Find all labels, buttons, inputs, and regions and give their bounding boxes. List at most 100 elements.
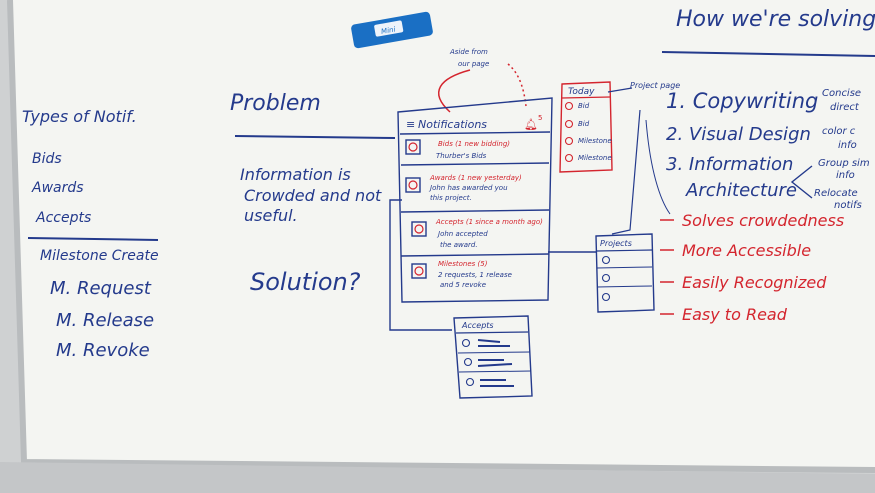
- eraser-label: Mini: [380, 25, 396, 35]
- bids-avatar-icon: [408, 142, 418, 152]
- projects-item-icon-2: [601, 273, 611, 283]
- aside-arrow-left: [437, 69, 471, 113]
- benefit-4: Easy to Read: [682, 305, 788, 324]
- bell-icon: 🔔︎: [524, 118, 538, 131]
- today-item-icon-2: [564, 119, 574, 129]
- mockup-menu-icon: ≡: [406, 118, 415, 131]
- solving-item-2-note-a: color c: [822, 126, 856, 137]
- awards-body-1: John has awarded you: [428, 184, 508, 192]
- solving-item-3b: Architecture: [685, 180, 797, 201]
- milestones-avatar-box: [411, 263, 427, 279]
- mockup-badge: 5: [538, 114, 542, 122]
- types-title: Types of Notif.: [22, 107, 137, 126]
- today-item-4: Milestone: [578, 154, 612, 162]
- notifications-mockup: [389, 97, 596, 331]
- solving-item-3-note-a: Group sim: [818, 158, 870, 169]
- problem-section: Problem Information is Crowded and not u…: [230, 91, 396, 296]
- problem-line-3: useful.: [244, 206, 298, 225]
- solving-item-3-note-c: Relocate: [814, 188, 858, 199]
- mockup-frame: [397, 97, 553, 303]
- type-item-awards: Awards: [31, 180, 84, 196]
- board-surface: [0, 0, 875, 470]
- problem-line-1: Information is: [240, 165, 351, 184]
- milestone-item-request: M. Request: [50, 278, 152, 299]
- projects-item-icon-3: [601, 292, 611, 302]
- problem-divider: [234, 135, 396, 139]
- today-header: Today: [568, 87, 595, 97]
- bids-avatar-box: [405, 139, 421, 155]
- bids-body: Thurber's Bids: [436, 152, 487, 160]
- milestone-item-release: M. Release: [56, 310, 154, 331]
- solving-item-1-note-a: Concise: [822, 88, 861, 99]
- aside-note: Aside from our page: [437, 48, 527, 113]
- benefit-connector: [645, 119, 671, 215]
- type-item-bids: Bids: [32, 151, 62, 167]
- mockup-header-line: [399, 131, 551, 135]
- solution-question: Solution?: [250, 268, 361, 296]
- aside-line-2: our page: [458, 60, 489, 68]
- solving-title: How we're solving it:: [676, 7, 875, 32]
- accepts-scribble-1: [477, 339, 510, 347]
- mockup-header: Notifications: [418, 118, 487, 131]
- mockup-row-divider-1: [400, 162, 550, 166]
- today-item-3: Milestone: [578, 137, 612, 145]
- solving-item-3-note-d: notifs: [834, 200, 862, 211]
- awards-avatar-icon: [408, 180, 418, 190]
- today-item-2: Bid: [578, 120, 590, 128]
- awards-avatar-box: [405, 177, 421, 193]
- bids-title: Bids (1 new bidding): [438, 140, 510, 148]
- today-panel: Today Bid Bid Milestone Milestone Projec…: [559, 81, 680, 235]
- milestones-avatar-icon: [414, 266, 424, 276]
- today-item-icon-3: [564, 136, 574, 146]
- benefit-1: Solves crowdedness: [682, 211, 844, 230]
- problem-line-2: Crowded and not: [244, 186, 382, 205]
- today-item-icon-1: [564, 101, 574, 111]
- project-page-connector: [611, 109, 641, 235]
- benefit-2: More Accessible: [682, 241, 811, 260]
- accepts-body-1: John accepted: [436, 230, 488, 238]
- solving-item-2: 2. Visual Design: [666, 124, 811, 145]
- solving-item-2-note-b: info: [838, 140, 857, 151]
- accepts-item-icon-3: [465, 377, 475, 387]
- marker-tray: [0, 462, 875, 493]
- accepts-item-icon-2: [463, 357, 473, 367]
- accepts-avatar-icon: [414, 224, 424, 234]
- mockup-row-divider-2: [400, 209, 550, 213]
- accepts-title: Accepts (1 since a month ago): [435, 218, 543, 226]
- board-frame: [7, 0, 875, 473]
- mockup-text: ≡ Notifications 🔔︎ 5 Bids (1 new bidding…: [406, 114, 543, 289]
- milestones-title: Milestones (5): [438, 260, 488, 268]
- accepts-header: Accepts: [461, 321, 494, 330]
- types-divider: [27, 237, 159, 241]
- accepts-scribble-3: [480, 379, 514, 387]
- accepts-panel: Accepts: [453, 315, 533, 399]
- mockup-row-divider-3: [400, 253, 550, 257]
- awards-body-2: this project.: [430, 194, 472, 202]
- solving-section: How we're solving it: 1. Copywriting Con…: [645, 7, 875, 324]
- today-item-icon-4: [564, 153, 574, 163]
- milestones-body-2: and 5 revoke: [440, 281, 486, 289]
- eraser: Mini: [351, 11, 433, 49]
- milestone-item-revoke: M. Revoke: [56, 340, 150, 361]
- awards-title: Awards (1 new yesterday): [429, 174, 522, 182]
- types-section: Types of Notif. Bids Awards Accepts Mile…: [22, 107, 159, 361]
- solving-item-1: 1. Copywriting: [666, 89, 818, 113]
- milestone-header: Milestone Create: [40, 248, 159, 264]
- aside-line-1: Aside from: [449, 48, 488, 56]
- accepts-body-2: the award.: [440, 241, 478, 249]
- benefit-3: Easily Recognized: [682, 273, 827, 292]
- today-frame: [559, 81, 613, 173]
- projects-item-icon-1: [601, 255, 611, 265]
- solving-item-3-note-b: info: [836, 170, 855, 181]
- item-3-bracket: [790, 165, 813, 199]
- milestones-body-1: 2 requests, 1 release: [438, 271, 512, 279]
- solving-item-3a: 3. Information: [666, 154, 793, 175]
- problem-title: Problem: [230, 91, 321, 116]
- solving-divider: [661, 51, 875, 57]
- accepts-avatar-box: [411, 221, 427, 237]
- projects-panel: Projects: [595, 233, 655, 313]
- project-page-arrow: [607, 87, 633, 93]
- accepts-scribble-2: [477, 359, 513, 367]
- accepts-item-icon-1: [461, 338, 471, 348]
